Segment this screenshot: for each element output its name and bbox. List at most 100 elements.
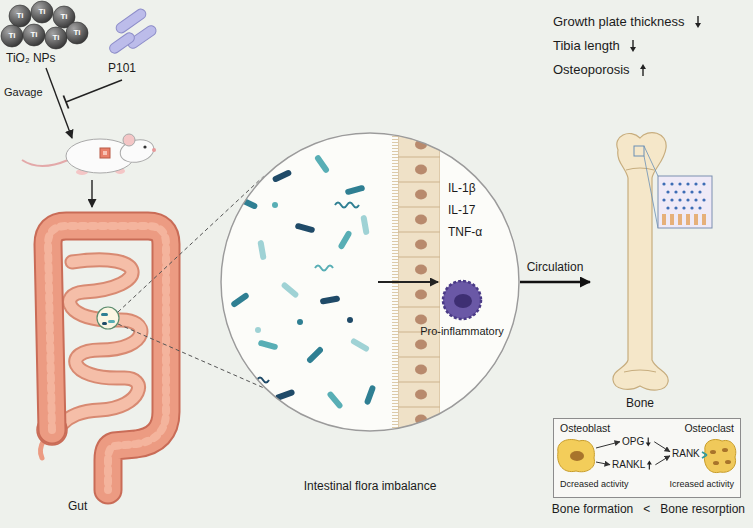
bone-illustration-part-part xyxy=(690,190,693,193)
gut-illustration-part xyxy=(48,226,166,490)
osteoblast-cell-part xyxy=(558,439,595,471)
intestinal-flora-part xyxy=(350,337,370,352)
gut-illustration-part xyxy=(62,260,141,424)
gut-illustration xyxy=(37,226,166,490)
outcome-label: Osteoporosis xyxy=(553,63,630,78)
edge-label: Circulation xyxy=(525,261,586,275)
bone-illustration-part-part xyxy=(662,182,665,185)
bone-illustration-part-part xyxy=(702,182,705,185)
comparison-sign: < xyxy=(643,503,650,517)
osteoclast-cell-part xyxy=(704,439,735,472)
molecule-label: OPG xyxy=(622,436,644,448)
circle-outline xyxy=(221,133,519,431)
activity-note: Dcreased activity xyxy=(560,479,629,489)
cell-body xyxy=(443,281,481,319)
bone-illustration-part-part xyxy=(666,190,669,193)
bone-illustration-part xyxy=(624,370,656,372)
route-label: Gavage xyxy=(4,86,43,99)
intestinal-flora-part xyxy=(320,295,341,304)
intestinal-flora-part xyxy=(337,230,352,250)
intestinal-flora-part xyxy=(297,319,303,325)
intestinal-flora-part xyxy=(272,202,278,208)
intestinal-flora-part xyxy=(295,223,316,234)
intestinal-flora-part xyxy=(326,390,343,409)
down-arrow-part xyxy=(646,443,651,447)
element-symbol: Ti xyxy=(9,31,16,40)
intestinal-flora-part xyxy=(230,292,250,308)
bone-label: Bone xyxy=(590,397,690,411)
bone-illustration-part xyxy=(662,214,706,225)
molecule-label: RANK xyxy=(672,448,700,460)
probiotic-bacteria xyxy=(108,7,158,55)
bone-illustration-part xyxy=(613,133,668,391)
nanoparticle-cluster xyxy=(1,1,88,49)
bone-illustration-part-part xyxy=(686,182,689,185)
pathway-arrows-part xyxy=(654,442,670,452)
intestinal-flora-part xyxy=(258,340,279,351)
bone-illustration-part-part xyxy=(682,190,685,193)
bone-illustration-part-part xyxy=(686,198,689,201)
gavage-arrows-part xyxy=(63,96,68,109)
element-symbol: Ti xyxy=(61,12,68,21)
cell-label: Pro-inflammatory xyxy=(412,325,512,338)
element-symbol: Ti xyxy=(39,7,46,16)
cell-title: Osteoblast xyxy=(560,422,610,434)
osteoclast-cell-part xyxy=(713,461,719,465)
material-label: TiO₂ NPs xyxy=(6,52,56,66)
bone-illustration-part-part xyxy=(702,198,705,201)
bone-illustration-part xyxy=(658,176,712,228)
bone-figure: Bone xyxy=(590,128,690,411)
bone-illustration-part xyxy=(626,168,654,170)
bone-illustration-part xyxy=(644,146,658,176)
bone-illustration-part-part xyxy=(662,198,665,201)
bone-illustration-part-part xyxy=(694,198,697,201)
cell-box: OsteoblastOsteoclastDcreased activityIcr… xyxy=(553,418,741,498)
bone-illustration-part-part xyxy=(686,214,690,225)
mouse xyxy=(22,134,156,175)
osteoclast-cell-part xyxy=(702,452,707,458)
intestinal-flora-part xyxy=(280,281,299,298)
flow-arrow xyxy=(91,180,92,207)
bone-illustration-part xyxy=(644,156,658,228)
bone-illustration-part-part xyxy=(666,206,669,209)
gavage-arrows-part xyxy=(66,80,122,102)
gavage-arrows xyxy=(46,68,122,138)
activity-note: Icreased activity xyxy=(669,479,734,489)
nanoparticle-cluster-part xyxy=(1,25,23,47)
up-arrow-part xyxy=(640,64,646,69)
bone-illustration-part-part xyxy=(690,206,693,209)
intestinal-flora-part xyxy=(257,240,266,261)
balance-label: Bone resorption xyxy=(660,503,745,517)
balance-row: Bone formation<Bone resorption xyxy=(552,503,745,517)
zoom-circle-outline xyxy=(220,132,520,432)
bone-illustration-part-part xyxy=(694,214,698,225)
osteoblast-cell-part xyxy=(570,451,584,461)
connector-arrow xyxy=(520,281,590,283)
outcome-row: Growth plate thickness xyxy=(553,10,703,34)
bone-illustration-part-part xyxy=(674,206,677,209)
down-arrow xyxy=(693,15,703,29)
bone-illustration-part-part xyxy=(674,190,677,193)
outcome-row: Osteoporosis xyxy=(553,58,703,82)
immune-cell: Pro-inflammatory xyxy=(412,278,512,342)
gut-illustration-part xyxy=(48,226,166,490)
cytokine-label: TNF-α xyxy=(448,226,482,240)
cytokine-label: IL-1β xyxy=(448,182,476,196)
down-arrow-part xyxy=(630,47,636,52)
gut-illustration-part xyxy=(101,313,108,316)
mouse-part xyxy=(100,148,110,158)
organ-label: Gut xyxy=(68,500,87,514)
intestinal-flora xyxy=(230,130,440,436)
mouse-part xyxy=(22,160,68,166)
bone-illustration-part-part xyxy=(698,190,701,193)
intestinal-flora-part xyxy=(360,215,369,236)
probiotic-label: P101 xyxy=(108,62,136,76)
zoom-circle: IL-1βIL-17TNF-αIntestinal flora imbalanc… xyxy=(220,132,520,432)
gut-illustration-part xyxy=(48,226,166,490)
osteoclast-cell-part xyxy=(710,450,716,454)
osteoclast-cell-part xyxy=(722,448,728,452)
intestinal-flora-part xyxy=(347,317,353,323)
pathway-arrows-part xyxy=(655,456,670,465)
probiotic-bacteria-part xyxy=(108,31,137,55)
